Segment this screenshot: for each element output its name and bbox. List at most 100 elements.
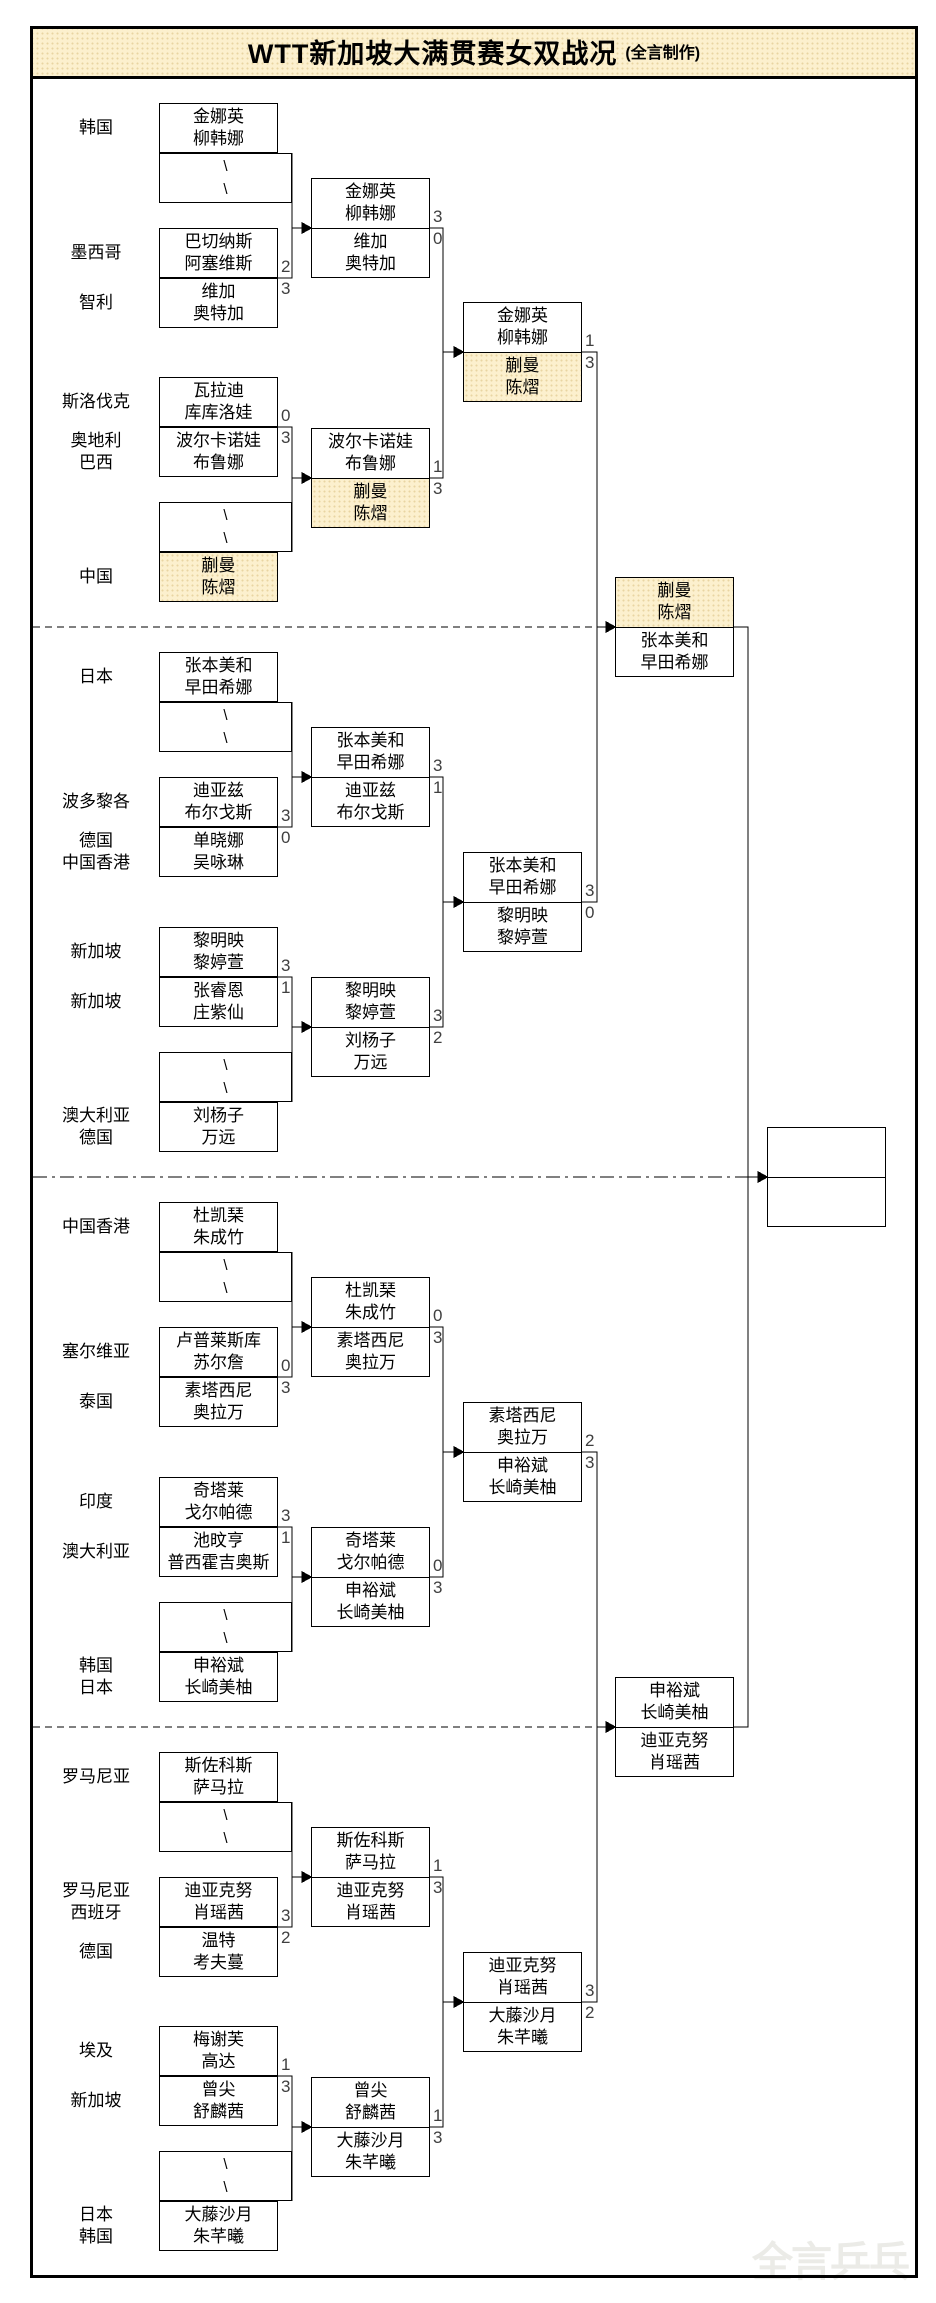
match-slot: 刘杨子万远: [312, 1026, 429, 1077]
score-label: 0: [585, 903, 595, 922]
player-name: 肖瑶茜: [497, 1978, 548, 1998]
match-slot: 申裕斌长崎美柚: [616, 1678, 733, 1727]
player-name: 金娜英: [497, 306, 548, 326]
player-name: 维加: [353, 231, 388, 251]
r1-box-zeng: 曾尖舒麟茜: [159, 2076, 278, 2126]
country-label: 新加坡: [30, 977, 162, 1027]
country-label: 新加坡: [30, 927, 162, 977]
player-name: 萨马拉: [193, 1778, 244, 1797]
connector: [278, 1252, 293, 1378]
player-name: 斯佐科斯: [184, 1756, 253, 1775]
player-name: 单晓娜: [193, 831, 244, 850]
player-name: 肖瑶茜: [649, 1752, 700, 1772]
score-label: 2: [585, 1431, 595, 1450]
player-name: 维加: [201, 282, 236, 301]
score-label: 0: [433, 229, 443, 248]
player-name: 斯佐科斯: [336, 1831, 405, 1851]
r1-box-bachenas: 巴切纳斯阿塞维斯: [159, 228, 278, 278]
player-name: 吴咏琳: [193, 853, 244, 872]
country-label: 韩国: [30, 103, 162, 153]
player-name: 张本美和: [336, 731, 405, 751]
r2-match-box-2: 波尔卡诺娃布鲁娜 蒯曼陈熠: [311, 428, 430, 528]
match-slot: 迪亚克努肖瑶茜: [464, 1953, 581, 2002]
player-name: 早田希娜: [184, 678, 253, 697]
player-name: 萨马拉: [345, 1853, 396, 1873]
score-label: 2: [281, 1928, 291, 1947]
player-name: 黎婷萱: [345, 1003, 396, 1023]
player-name: 奥拉万: [497, 1428, 548, 1448]
player-name: 柳韩娜: [193, 129, 244, 148]
match-slot: 大藤沙月朱芊曦: [312, 2126, 429, 2177]
score-label: 3: [433, 1878, 443, 1897]
player-name: 陈熠: [657, 603, 692, 623]
player-name: 黎婷萱: [497, 927, 548, 947]
r2-match-box-8: 曾尖舒麟茜 大藤沙月朱芊曦: [311, 2077, 430, 2177]
player-name: 温特: [201, 1931, 236, 1950]
player-name: 大藤沙月: [336, 2130, 405, 2150]
country-line: 智利: [79, 293, 113, 312]
qf-match-box-4: 迪亚克努肖瑶茜 大藤沙月朱芊曦: [463, 1952, 582, 2052]
player-name: 高达: [201, 2052, 236, 2071]
r1-box-winter: 温特考夫蔓: [159, 1927, 278, 1977]
country-line: 西班牙: [70, 1903, 122, 1922]
match-slot: 蒯曼陈熠: [616, 578, 733, 627]
player-name: 柳韩娜: [497, 328, 548, 348]
connector: [278, 1802, 293, 1928]
country-label: 中国: [30, 552, 162, 602]
score-label: 3: [585, 353, 595, 372]
country-label: 德国中国香港: [30, 827, 162, 877]
bye-mark: \: [223, 530, 228, 547]
player-name: 布鲁娜: [193, 453, 244, 472]
player-name: 早田希娜: [336, 753, 405, 773]
country-label: 日本: [30, 652, 162, 702]
player-name: 黎明映: [497, 905, 548, 925]
player-name: 卢普莱斯库: [176, 1331, 261, 1350]
connector: [278, 976, 293, 1102]
player-name: 早田希娜: [640, 652, 709, 672]
sf-match-box-2: 申裕斌长崎美柚 迪亚克努肖瑶茜: [615, 1677, 734, 1777]
country-label: 罗马尼亚西班牙: [30, 1877, 162, 1927]
match-slot: 金娜英柳韩娜: [464, 303, 581, 352]
player-name: 刘杨子: [345, 1030, 396, 1050]
player-name: 曾尖: [353, 2081, 388, 2101]
country-label: 新加坡: [30, 2076, 162, 2126]
player-name: 张本美和: [640, 630, 709, 650]
match-slot: 迪亚克努肖瑶茜: [616, 1726, 733, 1777]
r1-box-zhang-zhuang: 张睿恩庄紫仙: [159, 977, 278, 1027]
player-name: 瓦拉迪: [193, 381, 244, 400]
player-name: 大藤沙月: [184, 2205, 253, 2224]
r1-box-jee: 池旼亨普西霍吉奥斯: [159, 1527, 278, 1577]
player-name: 黎明映: [193, 931, 244, 950]
country-label: 澳大利亚德国: [30, 1102, 162, 1152]
score-label: 3: [281, 1506, 291, 1525]
country-line: 奥地利: [70, 431, 122, 450]
r1-box-du-zhu: 杜凯琹朱成竹: [159, 1202, 278, 1252]
connector: [430, 1326, 444, 1578]
score-label: 1: [281, 1528, 291, 1547]
bye-mark: \: [223, 1080, 228, 1097]
bye-mark: \: [223, 1830, 228, 1847]
score-label: 1: [433, 457, 443, 476]
player-name: 庄紫仙: [193, 1003, 244, 1022]
connector: [278, 2075, 293, 2201]
player-name: 库库洛娃: [184, 403, 253, 422]
country-label: 波多黎各: [30, 777, 162, 827]
player-name: 舒麟茜: [345, 2103, 396, 2123]
country-line: 中国香港: [62, 853, 130, 872]
score-label: 1: [585, 331, 595, 350]
r1-box-lai-lai: 黎明映黎婷萱: [159, 927, 278, 977]
bye-mark: \: [223, 707, 228, 724]
connector: [278, 702, 293, 828]
player-name: 戈尔帕德: [184, 1503, 253, 1522]
r1-box-valadi: 瓦拉迪库库洛娃: [159, 377, 278, 427]
match-slot: 素塔西尼奥拉万: [464, 1403, 581, 1452]
title-credit: (全言制作): [625, 45, 701, 62]
country-line: 印度: [79, 1492, 113, 1511]
score-label: 3: [433, 479, 443, 498]
player-name: 梅谢芙: [193, 2030, 244, 2049]
match-slot: 张本美和早田希娜: [464, 853, 581, 902]
r2-match-box-4: 黎明映黎婷萱 刘杨子万远: [311, 977, 430, 1077]
country-label: 塞尔维亚: [30, 1327, 162, 1377]
country-label: 中国香港: [30, 1202, 162, 1252]
